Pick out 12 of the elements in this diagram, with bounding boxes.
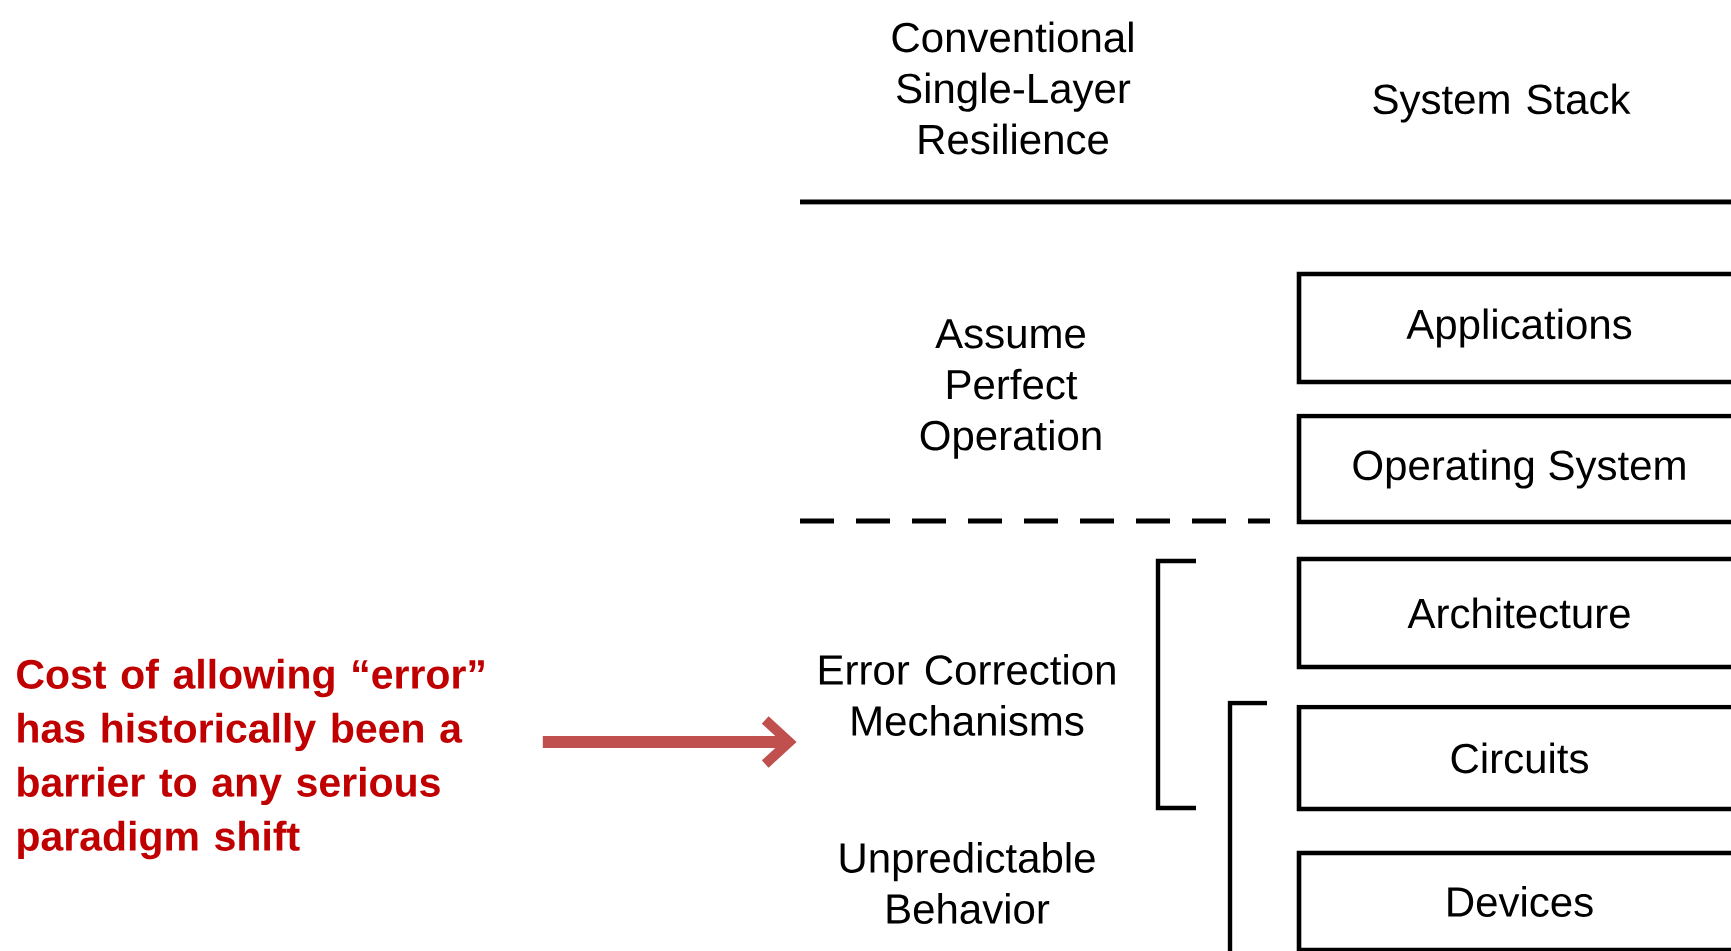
layer-box: Architecture <box>1296 556 1731 670</box>
layer-label: Assume Perfect Operation <box>920 319 1101 459</box>
callout-text: Cost of allowing “error” has historically been a barrier to any serious paradigm shift <box>17 658 484 860</box>
heading-text: System Stack <box>1373 83 1631 123</box>
layer-box: Devices <box>1296 850 1731 951</box>
layer-label: Error Correction Mechanisms <box>819 654 1115 736</box>
heading-text: Conventional Single-Layer Resilience <box>892 21 1133 155</box>
arrow <box>542 716 797 768</box>
layer-box: Operating System <box>1296 413 1731 525</box>
layer-box: Applications <box>1296 271 1731 385</box>
layer-label: Unpredictable Behavior <box>840 842 1095 924</box>
layer-box: Circuits <box>1296 704 1731 812</box>
